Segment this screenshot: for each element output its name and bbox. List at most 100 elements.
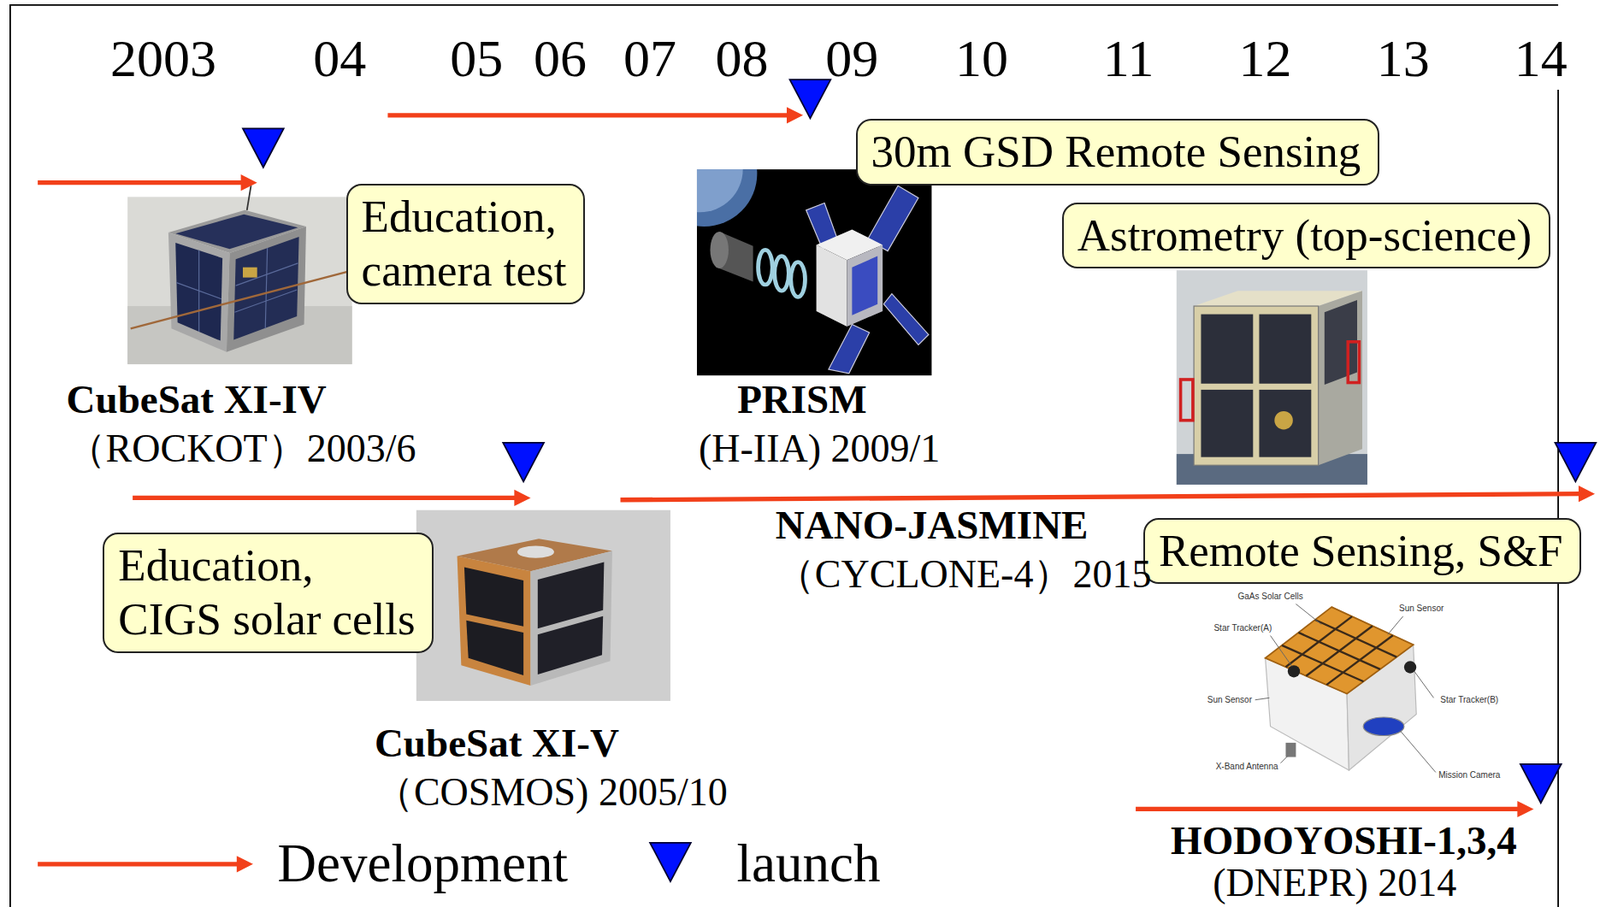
solar-panel bbox=[1258, 314, 1311, 384]
legend-text: Development bbox=[277, 837, 568, 892]
callout-box: Education, CIGS solar cells bbox=[102, 532, 434, 654]
mission-camera bbox=[1363, 717, 1405, 736]
callout-text: 30m GSD Remote Sensing bbox=[871, 124, 1364, 180]
development-arrow bbox=[132, 495, 517, 501]
launch-info: （CYCLONE-4）2015 bbox=[775, 554, 1152, 595]
arrow-head bbox=[513, 490, 531, 507]
satellite-name: CubeSat XI-IV bbox=[66, 379, 327, 420]
callout-text: Remote Sensing, S&F bbox=[1158, 524, 1566, 579]
solar-panel bbox=[466, 620, 524, 676]
satellite-name: PRISM bbox=[737, 379, 867, 420]
box-side bbox=[1318, 290, 1363, 466]
earth-limb bbox=[696, 169, 744, 213]
solar-panel bbox=[1258, 389, 1311, 458]
year-label: 10 bbox=[955, 31, 1009, 85]
nano-jasmine-photo bbox=[1176, 270, 1368, 485]
launch-triangle bbox=[242, 128, 284, 167]
year-label: 08 bbox=[714, 31, 768, 85]
legend-arrow-sample bbox=[236, 856, 254, 873]
satellite-name: NANO-JASMINE bbox=[775, 505, 1089, 546]
callout-text: Education, CIGS solar cells bbox=[118, 538, 419, 648]
launch-triangle bbox=[790, 79, 832, 119]
arrow-head bbox=[786, 106, 803, 124]
year-label: 05 bbox=[449, 31, 503, 85]
solar-panel bbox=[537, 562, 605, 630]
year-label: 14 bbox=[1514, 31, 1568, 85]
bus-face bbox=[816, 244, 848, 326]
part-label: X-Band Antenna bbox=[1216, 762, 1279, 772]
x-band-antenna bbox=[1285, 743, 1296, 758]
year-label: 11 bbox=[1103, 31, 1155, 85]
telescope-ring bbox=[758, 249, 774, 285]
legend-triangle-sample bbox=[649, 843, 691, 882]
launch-markers bbox=[242, 79, 1596, 803]
year-label: 12 bbox=[1239, 31, 1293, 85]
development-arrow bbox=[1135, 807, 1520, 812]
solar-paddle bbox=[828, 324, 870, 374]
cube-face bbox=[530, 550, 612, 686]
part-label: Sun Sensor bbox=[1399, 604, 1444, 614]
photo-ground bbox=[416, 510, 671, 702]
handle bbox=[1180, 379, 1193, 421]
solar-panel bbox=[537, 616, 603, 675]
satellite-name: CubeSat XI-V bbox=[374, 723, 620, 764]
hodoyoshi-render bbox=[1183, 590, 1553, 786]
cube-detail bbox=[517, 546, 555, 559]
satellite-name: HODOYOSHI-1,3,4 bbox=[1170, 820, 1518, 862]
leader-line bbox=[1255, 604, 1436, 774]
bus-panel bbox=[851, 256, 878, 316]
legend-arrow-sample bbox=[37, 861, 239, 867]
solar-panel bbox=[1200, 314, 1253, 384]
arrow-head bbox=[241, 174, 258, 191]
launch-triangle bbox=[1520, 764, 1562, 803]
photo-ground bbox=[127, 196, 353, 365]
cubesat-xi-v-photo bbox=[416, 510, 671, 702]
earth-limb bbox=[696, 169, 757, 227]
development-arrows bbox=[37, 106, 1595, 818]
development-arrow bbox=[619, 494, 1581, 501]
photo-ground bbox=[1176, 270, 1368, 485]
cell-grid bbox=[1281, 616, 1397, 685]
cube-face bbox=[457, 555, 532, 686]
callout-box: Astrometry (top-science) bbox=[1062, 202, 1551, 270]
handle bbox=[1347, 342, 1359, 384]
part-label: Mission Camera bbox=[1438, 771, 1500, 780]
box-front bbox=[1193, 306, 1319, 466]
solar-face bbox=[1265, 607, 1414, 694]
antenna bbox=[130, 271, 349, 329]
bus-face bbox=[846, 244, 883, 326]
year-label: 09 bbox=[825, 31, 879, 85]
development-arrow bbox=[37, 180, 243, 185]
telescope-tube bbox=[709, 231, 728, 269]
development-arrow bbox=[387, 112, 789, 118]
photo-ground bbox=[1183, 590, 1553, 786]
lens bbox=[1274, 411, 1293, 430]
arrow-head bbox=[1517, 801, 1534, 818]
part-label: Star Tracker(A) bbox=[1213, 624, 1272, 633]
solar-panel bbox=[1200, 389, 1253, 458]
part-label: GaAs Solar Cells bbox=[1238, 592, 1304, 602]
year-label: 2003 bbox=[110, 31, 217, 85]
callout-box: 30m GSD Remote Sensing bbox=[856, 118, 1380, 186]
callout-text: Education, camera test bbox=[361, 189, 570, 299]
callout-box: Education, camera test bbox=[346, 183, 585, 305]
antenna bbox=[247, 185, 252, 211]
arrow-head bbox=[1578, 485, 1595, 502]
cube-detail bbox=[242, 267, 258, 278]
launch-info: （ROCKOT）2003/6 bbox=[66, 429, 417, 469]
part-label: Sun Sensor bbox=[1207, 696, 1252, 705]
callout-box: Remote Sensing, S&F bbox=[1143, 518, 1582, 585]
solar-paddle bbox=[883, 294, 929, 346]
telescope-ring bbox=[791, 262, 806, 298]
year-label: 07 bbox=[623, 31, 677, 85]
legend-text: launch bbox=[737, 837, 881, 892]
callout-text: Astrometry (top-science) bbox=[1077, 208, 1536, 264]
star-tracker bbox=[1287, 665, 1300, 678]
frame bbox=[10, 5, 1559, 907]
part-label: Star Tracker(B) bbox=[1440, 696, 1499, 705]
launch-info: (H-IIA) 2009/1 bbox=[698, 429, 940, 469]
launch-triangle bbox=[1554, 442, 1596, 482]
launch-info: (DNEPR) 2014 bbox=[1212, 863, 1457, 904]
launch-triangle bbox=[502, 442, 544, 482]
